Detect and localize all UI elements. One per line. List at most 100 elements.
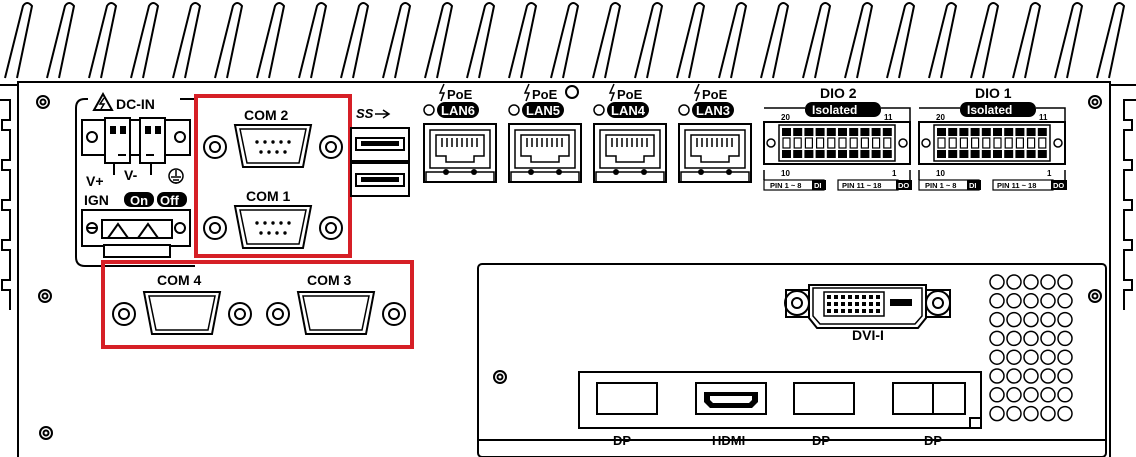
fin [172,2,202,79]
fin [1012,2,1042,79]
com1-port[interactable] [198,205,348,250]
v-minus-label: V- [124,167,138,183]
ground-icon [168,168,184,184]
isolated-label: Isolated [967,103,1012,117]
dc-in-terminal[interactable] [81,117,191,175]
tag-high: DO [898,181,909,190]
com2-port[interactable] [198,124,348,169]
fin [718,2,748,79]
lan-led-icon [678,104,690,116]
vent-hole [1006,274,1022,290]
tag-high: DO [1053,181,1064,190]
on-label: On [130,193,148,208]
fin [466,2,496,79]
fin [928,2,958,79]
vent-hole [1023,293,1039,309]
pin-top-left: 20 [936,113,945,122]
fin [1096,2,1126,79]
vent-hole [989,274,1005,290]
com4-label: COM 4 [157,272,202,288]
range-low: PIN 1 ~ 8 [925,181,956,190]
usb-ss-logo: SS [356,106,374,121]
ign-label: IGN [84,192,109,208]
pin-top-right: 11 [1039,113,1048,122]
vent-hole [1023,405,1039,422]
pin-top-left: 20 [781,113,790,122]
vent-hole [1040,349,1056,365]
vent-hole [1040,311,1056,328]
tag-low: DI [969,181,977,190]
warning-icon [92,91,114,111]
dvi-i-port[interactable] [784,284,951,329]
vent-hole [1006,311,1022,328]
poe-bolt-icon [608,83,616,102]
dp-port-1[interactable] [596,382,658,415]
fin [46,2,76,79]
off-badge: Off [157,192,187,208]
dp-port-2[interactable] [793,382,855,415]
vent-hole [1006,293,1022,309]
lan-label: LAN6 [441,103,475,118]
off-label: Off [160,193,179,208]
expansion-module [477,263,1107,457]
dio-title: DIO 1 [975,85,1012,101]
com4-port[interactable] [107,291,257,336]
tag-low: DI [814,181,822,190]
hdmi-port[interactable] [695,382,767,415]
fin [256,2,286,79]
dp-port-3[interactable] [892,382,966,415]
dio-terminal[interactable] [763,121,911,165]
dp3-label: DP [924,433,942,448]
poe-bolt-icon [693,83,701,102]
video-ports-frame [578,371,982,429]
lan-led-icon [593,104,605,116]
usb-area: SS [350,106,410,197]
range-low: PIN 1 ~ 8 [770,181,801,190]
fin [676,2,706,79]
poe-bolt-icon [438,83,446,102]
status-ring-icon [565,85,579,99]
pin-bottom-right: 1 [892,169,897,178]
fin [844,2,874,79]
com2-label: COM 2 [244,107,289,123]
com1-label: COM 1 [246,188,291,204]
poe-label: PoE [447,87,473,102]
dio-terminal[interactable] [918,121,1066,165]
fin [760,2,790,79]
vent-hole [1023,349,1039,365]
lan-led-icon [423,104,435,116]
com-4-3-highlight [101,260,414,349]
vent-hole [1006,368,1022,384]
com3-label: COM 3 [307,272,352,288]
fin [382,2,412,79]
fin [340,2,370,79]
vent-hole [1057,293,1073,309]
vent-hole [1057,274,1073,290]
pin-bottom-left: 10 [936,169,945,178]
dio-title: DIO 2 [820,85,857,101]
vent-hole [1057,311,1073,328]
vent-hole [1057,368,1073,384]
left-rail [0,99,11,310]
com3-port[interactable] [261,291,411,336]
ign-terminal[interactable] [81,209,191,258]
fin [634,2,664,79]
vent-hole [1023,387,1039,403]
vent-hole [1040,387,1056,403]
vent-hole [1006,387,1022,403]
lan-led-icon [508,104,520,116]
vent-hole [989,405,1005,422]
usb-port-bottom[interactable] [350,162,410,197]
vent-hole [1057,405,1073,422]
lan-label: LAN4 [611,103,646,118]
usb-port-top[interactable] [350,127,410,162]
vent-hole [989,293,1005,309]
vent-hole [989,387,1005,403]
vent-hole [1040,274,1056,290]
fin [886,2,916,79]
